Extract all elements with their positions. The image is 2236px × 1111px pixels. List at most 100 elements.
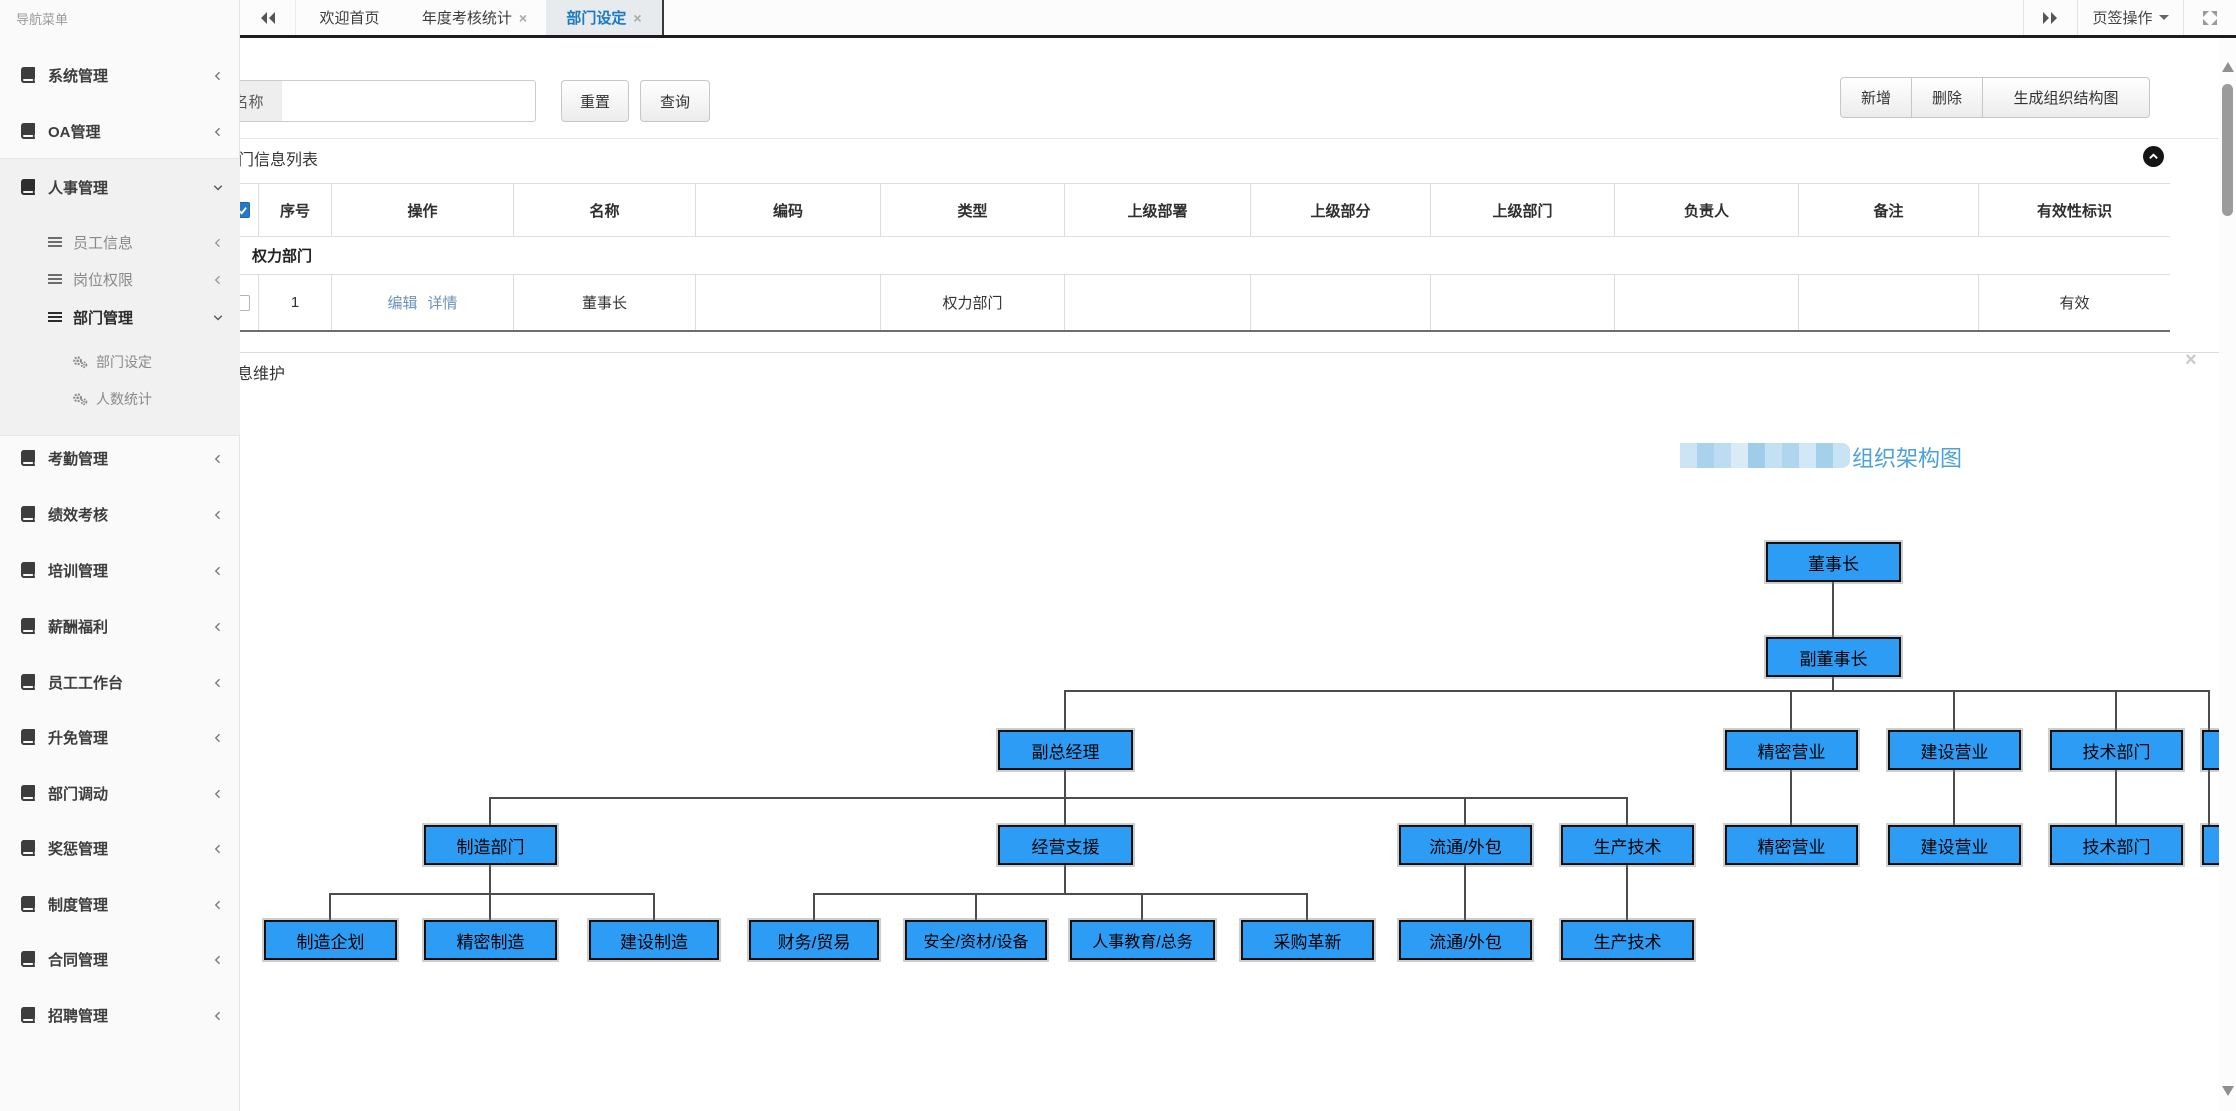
reset-button[interactable]: 重置: [561, 80, 629, 122]
vertical-scrollbar[interactable]: [2219, 38, 2236, 1111]
chevron-left-icon: [212, 898, 224, 910]
sidebar-item-employee-info[interactable]: 员工信息: [0, 224, 240, 260]
org-node: 流通/外包: [1399, 920, 1532, 960]
org-connector: [1953, 690, 1955, 730]
org-connector: [329, 893, 331, 920]
delete-button[interactable]: 删除: [1912, 77, 1983, 118]
panel-close-icon[interactable]: ×: [2185, 349, 2197, 371]
book-icon: [20, 785, 37, 802]
header-cell[interactable]: 备注: [1799, 184, 1979, 236]
sidebar-item-employee-workbench[interactable]: 员工工作台: [0, 664, 240, 700]
panel-collapse-button[interactable]: [2143, 146, 2164, 167]
detail-link[interactable]: 详情: [427, 295, 458, 312]
tabbar-right-controls: 页签操作: [2023, 0, 2236, 35]
sidebar-item-recruitment-mgmt[interactable]: 招聘管理: [0, 997, 240, 1033]
sidebar-item-contract-mgmt[interactable]: 合同管理: [0, 941, 240, 977]
list-icon: [46, 234, 63, 251]
tab-welcome[interactable]: 欢迎首页: [296, 0, 403, 35]
header-cell[interactable]: 上级部署: [1065, 184, 1251, 236]
edit-link[interactable]: 编辑: [387, 295, 418, 312]
generate-org-chart-button[interactable]: 生成组织结构图: [1983, 77, 2150, 118]
book-icon: [20, 179, 37, 196]
chevron-up-circle-icon: [2149, 153, 2158, 159]
query-button[interactable]: 查询: [640, 80, 710, 122]
book-icon: [20, 840, 37, 857]
table-action-buttons: 新增 删除 生成组织结构图: [1840, 77, 2150, 118]
name-search-input[interactable]: [282, 80, 536, 122]
scrollbar-up-arrow-icon[interactable]: [2222, 62, 2234, 72]
book-icon: [20, 729, 37, 746]
tabs-scroll-right-button[interactable]: [2023, 0, 2077, 35]
sidebar-item-salary-benefits[interactable]: 薪酬福利: [0, 608, 240, 644]
tab-annual-assessment[interactable]: 年度考核统计 ×: [403, 0, 546, 35]
tab-bar: 欢迎首页 年度考核统计 × 部门设定 × 页签操作: [240, 0, 2236, 38]
row-cell-parent1: [1065, 275, 1251, 330]
scrollbar-thumb[interactable]: [2222, 84, 2233, 216]
tab-label: 年度考核统计: [421, 10, 512, 27]
list-icon: [46, 309, 63, 326]
sidebar-item-promotion-mgmt[interactable]: 升免管理: [0, 719, 240, 755]
org-node: 建设制造: [589, 920, 719, 960]
org-connector: [1953, 770, 1955, 825]
scrollbar-down-arrow-icon[interactable]: [2222, 1086, 2234, 1096]
sidebar-item-policy-mgmt[interactable]: 制度管理: [0, 886, 240, 922]
tabs-scroll-left-button[interactable]: [240, 0, 296, 35]
header-cell[interactable]: 操作: [332, 184, 514, 236]
header-cell[interactable]: 负责人: [1615, 184, 1799, 236]
org-connector: [1064, 690, 1066, 730]
tab-close-icon[interactable]: ×: [518, 9, 528, 26]
book-icon: [20, 674, 37, 691]
tab-close-icon[interactable]: ×: [633, 9, 642, 26]
row-cell-valid: 有效: [2059, 295, 2090, 312]
header-cell[interactable]: 上级部分: [1251, 184, 1431, 236]
org-node: 建设营业: [1888, 825, 2021, 865]
chevron-left-icon: [212, 787, 224, 799]
org-connector: [1064, 770, 1066, 797]
header-cell[interactable]: 有效性标识: [2036, 202, 2112, 220]
org-node: 财务/贸易: [749, 920, 879, 960]
sidebar-item-label: 员工信息: [73, 234, 134, 252]
row-cell-actions: 编辑 详情: [332, 275, 514, 330]
book-icon: [20, 618, 37, 635]
sidebar-item-dept-mgmt[interactable]: 部门管理: [0, 299, 240, 335]
sidebar-item-attendance-mgmt[interactable]: 考勤管理: [0, 440, 240, 476]
sidebar-item-system-mgmt[interactable]: 系统管理: [0, 57, 240, 93]
book-icon: [20, 67, 37, 84]
org-connector: [2208, 770, 2210, 825]
tab-label: 部门设定: [566, 10, 627, 27]
sidebar-item-label: 制度管理: [48, 896, 109, 914]
sidebar-item-performance-review[interactable]: 绩效考核: [0, 496, 240, 532]
sidebar-item-dept-transfer[interactable]: 部门调动: [0, 775, 240, 811]
org-chart-title: 组织架构图: [1852, 446, 1963, 471]
sidebar-item-label: 岗位权限: [73, 271, 134, 289]
header-cell[interactable]: 类型: [881, 184, 1065, 236]
org-connector: [653, 893, 655, 920]
org-node: 人事教育/总务: [1070, 920, 1215, 960]
sidebar-item-label: 绩效考核: [48, 506, 109, 524]
sidebar-item-oa-mgmt[interactable]: OA管理: [0, 113, 240, 149]
add-button[interactable]: 新增: [1840, 77, 1912, 118]
sidebar-item-position-permission[interactable]: 岗位权限: [0, 261, 240, 297]
fullscreen-toggle-button[interactable]: [2183, 0, 2236, 35]
header-cell[interactable]: 序号: [259, 184, 332, 236]
tab-dept-setting-active[interactable]: 部门设定 ×: [546, 0, 664, 35]
sidebar-item-training-mgmt[interactable]: 培训管理: [0, 552, 240, 588]
gears-icon: [72, 354, 89, 371]
header-cell[interactable]: 名称: [514, 184, 696, 236]
list-icon: [46, 271, 63, 288]
header-cell[interactable]: 上级部门: [1431, 184, 1615, 236]
org-node: 采购革新: [1241, 920, 1374, 960]
org-connector: [975, 893, 977, 920]
tab-operations-dropdown[interactable]: 页签操作: [2077, 0, 2183, 35]
sidebar-item-label: 部门设定: [96, 354, 152, 370]
org-connector: [1064, 865, 1066, 893]
sidebar-item-hr-mgmt[interactable]: 人事管理: [0, 169, 240, 205]
book-icon: [20, 123, 37, 140]
sidebar-item-dept-setting[interactable]: 部门设定: [0, 344, 240, 380]
sidebar-item-headcount-stats[interactable]: 人数统计: [0, 381, 240, 417]
sidebar-item-reward-punishment-mgmt[interactable]: 奖惩管理: [0, 830, 240, 866]
double-chevron-left-icon: [261, 11, 275, 24]
row-cell-type: 权力部门: [881, 275, 1065, 330]
header-cell[interactable]: 编码: [696, 184, 881, 236]
